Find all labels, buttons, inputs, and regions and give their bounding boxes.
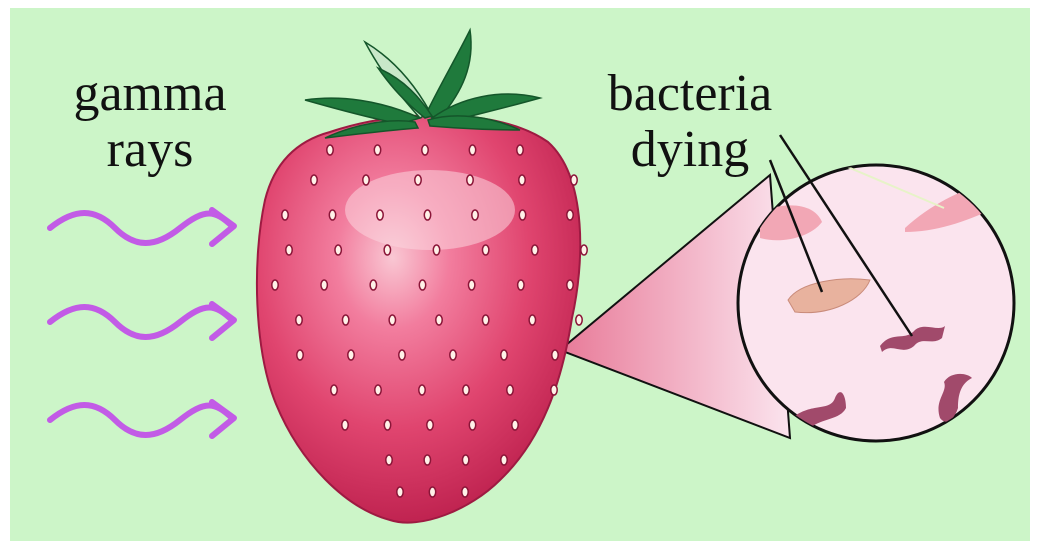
seed xyxy=(384,420,390,430)
bacteria-dying-label: bacteria dying xyxy=(575,66,805,178)
seed xyxy=(501,350,507,360)
bacteria-label-line2: dying xyxy=(575,122,805,178)
seed xyxy=(348,350,354,360)
seed xyxy=(377,210,383,220)
seed xyxy=(296,315,302,325)
seed xyxy=(370,280,376,290)
seed xyxy=(427,420,433,430)
seed xyxy=(462,487,468,497)
seed xyxy=(469,420,475,430)
seed xyxy=(529,315,535,325)
seed xyxy=(286,245,292,255)
seed xyxy=(311,175,317,185)
seed xyxy=(517,145,523,155)
seed xyxy=(469,145,475,155)
seed xyxy=(331,385,337,395)
seed xyxy=(436,315,442,325)
seed xyxy=(512,420,518,430)
seed xyxy=(399,350,405,360)
seed xyxy=(567,280,573,290)
seed xyxy=(282,210,288,220)
seed xyxy=(482,245,488,255)
seed xyxy=(327,145,333,155)
seed xyxy=(397,487,403,497)
seed xyxy=(468,280,474,290)
seed xyxy=(552,350,558,360)
seed xyxy=(335,245,341,255)
seed xyxy=(501,455,507,465)
seed xyxy=(467,175,473,185)
seed xyxy=(424,210,430,220)
seed xyxy=(374,145,380,155)
seed xyxy=(375,385,381,395)
seed xyxy=(419,385,425,395)
seed xyxy=(415,175,421,185)
seed xyxy=(518,280,524,290)
seed xyxy=(567,210,573,220)
seed xyxy=(429,487,435,497)
magnifier-circle-icon xyxy=(738,162,1014,441)
seed xyxy=(363,175,369,185)
seed xyxy=(482,315,488,325)
seed xyxy=(272,280,278,290)
seed xyxy=(519,210,525,220)
seed xyxy=(462,455,468,465)
seed xyxy=(450,350,456,360)
seed xyxy=(433,245,439,255)
seed xyxy=(463,385,469,395)
seed xyxy=(422,145,428,155)
seed xyxy=(384,245,390,255)
seed xyxy=(342,420,348,430)
seed xyxy=(581,245,587,255)
seed xyxy=(472,210,478,220)
seed xyxy=(519,175,525,185)
seed xyxy=(297,350,303,360)
bacteria-label-line1: bacteria xyxy=(575,66,805,122)
seed xyxy=(389,315,395,325)
seed xyxy=(424,455,430,465)
seed xyxy=(329,210,335,220)
gamma-label-line2: rays xyxy=(45,122,255,178)
seed xyxy=(576,315,582,325)
seed xyxy=(386,455,392,465)
seed xyxy=(419,280,425,290)
gamma-label-line1: gamma xyxy=(45,66,255,122)
seed xyxy=(342,315,348,325)
seed xyxy=(507,385,513,395)
seed xyxy=(321,280,327,290)
seed xyxy=(532,245,538,255)
seed xyxy=(551,385,557,395)
gamma-rays-label: gamma rays xyxy=(45,66,255,178)
